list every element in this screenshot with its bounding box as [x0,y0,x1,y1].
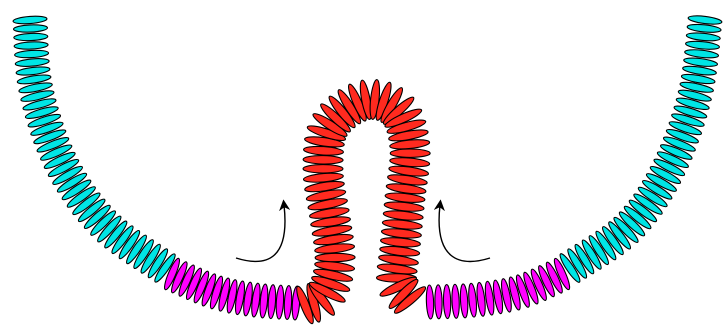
loop-segment [303,165,343,173]
outer-segments [13,14,723,284]
outer-segment [688,14,723,25]
middle-segment [267,284,277,318]
arrows [236,205,490,261]
outer-segment [686,32,721,42]
loop-segment [303,155,343,164]
loop-segments [294,79,430,325]
loop-segment [390,149,430,157]
middle-segment [443,285,451,319]
outer-segment [685,40,720,51]
outer-segment [14,41,48,50]
outer-segment [13,24,47,33]
outer-segment [15,57,49,67]
outer-segment [687,23,722,33]
middle-segment [468,283,478,318]
left-curved-arrow [236,205,285,261]
outer-segment [13,15,47,25]
right-curved-arrow [439,205,490,261]
outer-segment [14,49,48,58]
middle-segment [451,284,460,318]
loop-segment [315,253,355,262]
middle-segment [275,285,284,319]
outer-segment [14,33,48,41]
middle-segments [162,257,572,320]
middle-segment [284,285,293,319]
middle-segment [459,284,468,318]
middle-segment [435,285,443,319]
middle-segment [426,285,434,319]
